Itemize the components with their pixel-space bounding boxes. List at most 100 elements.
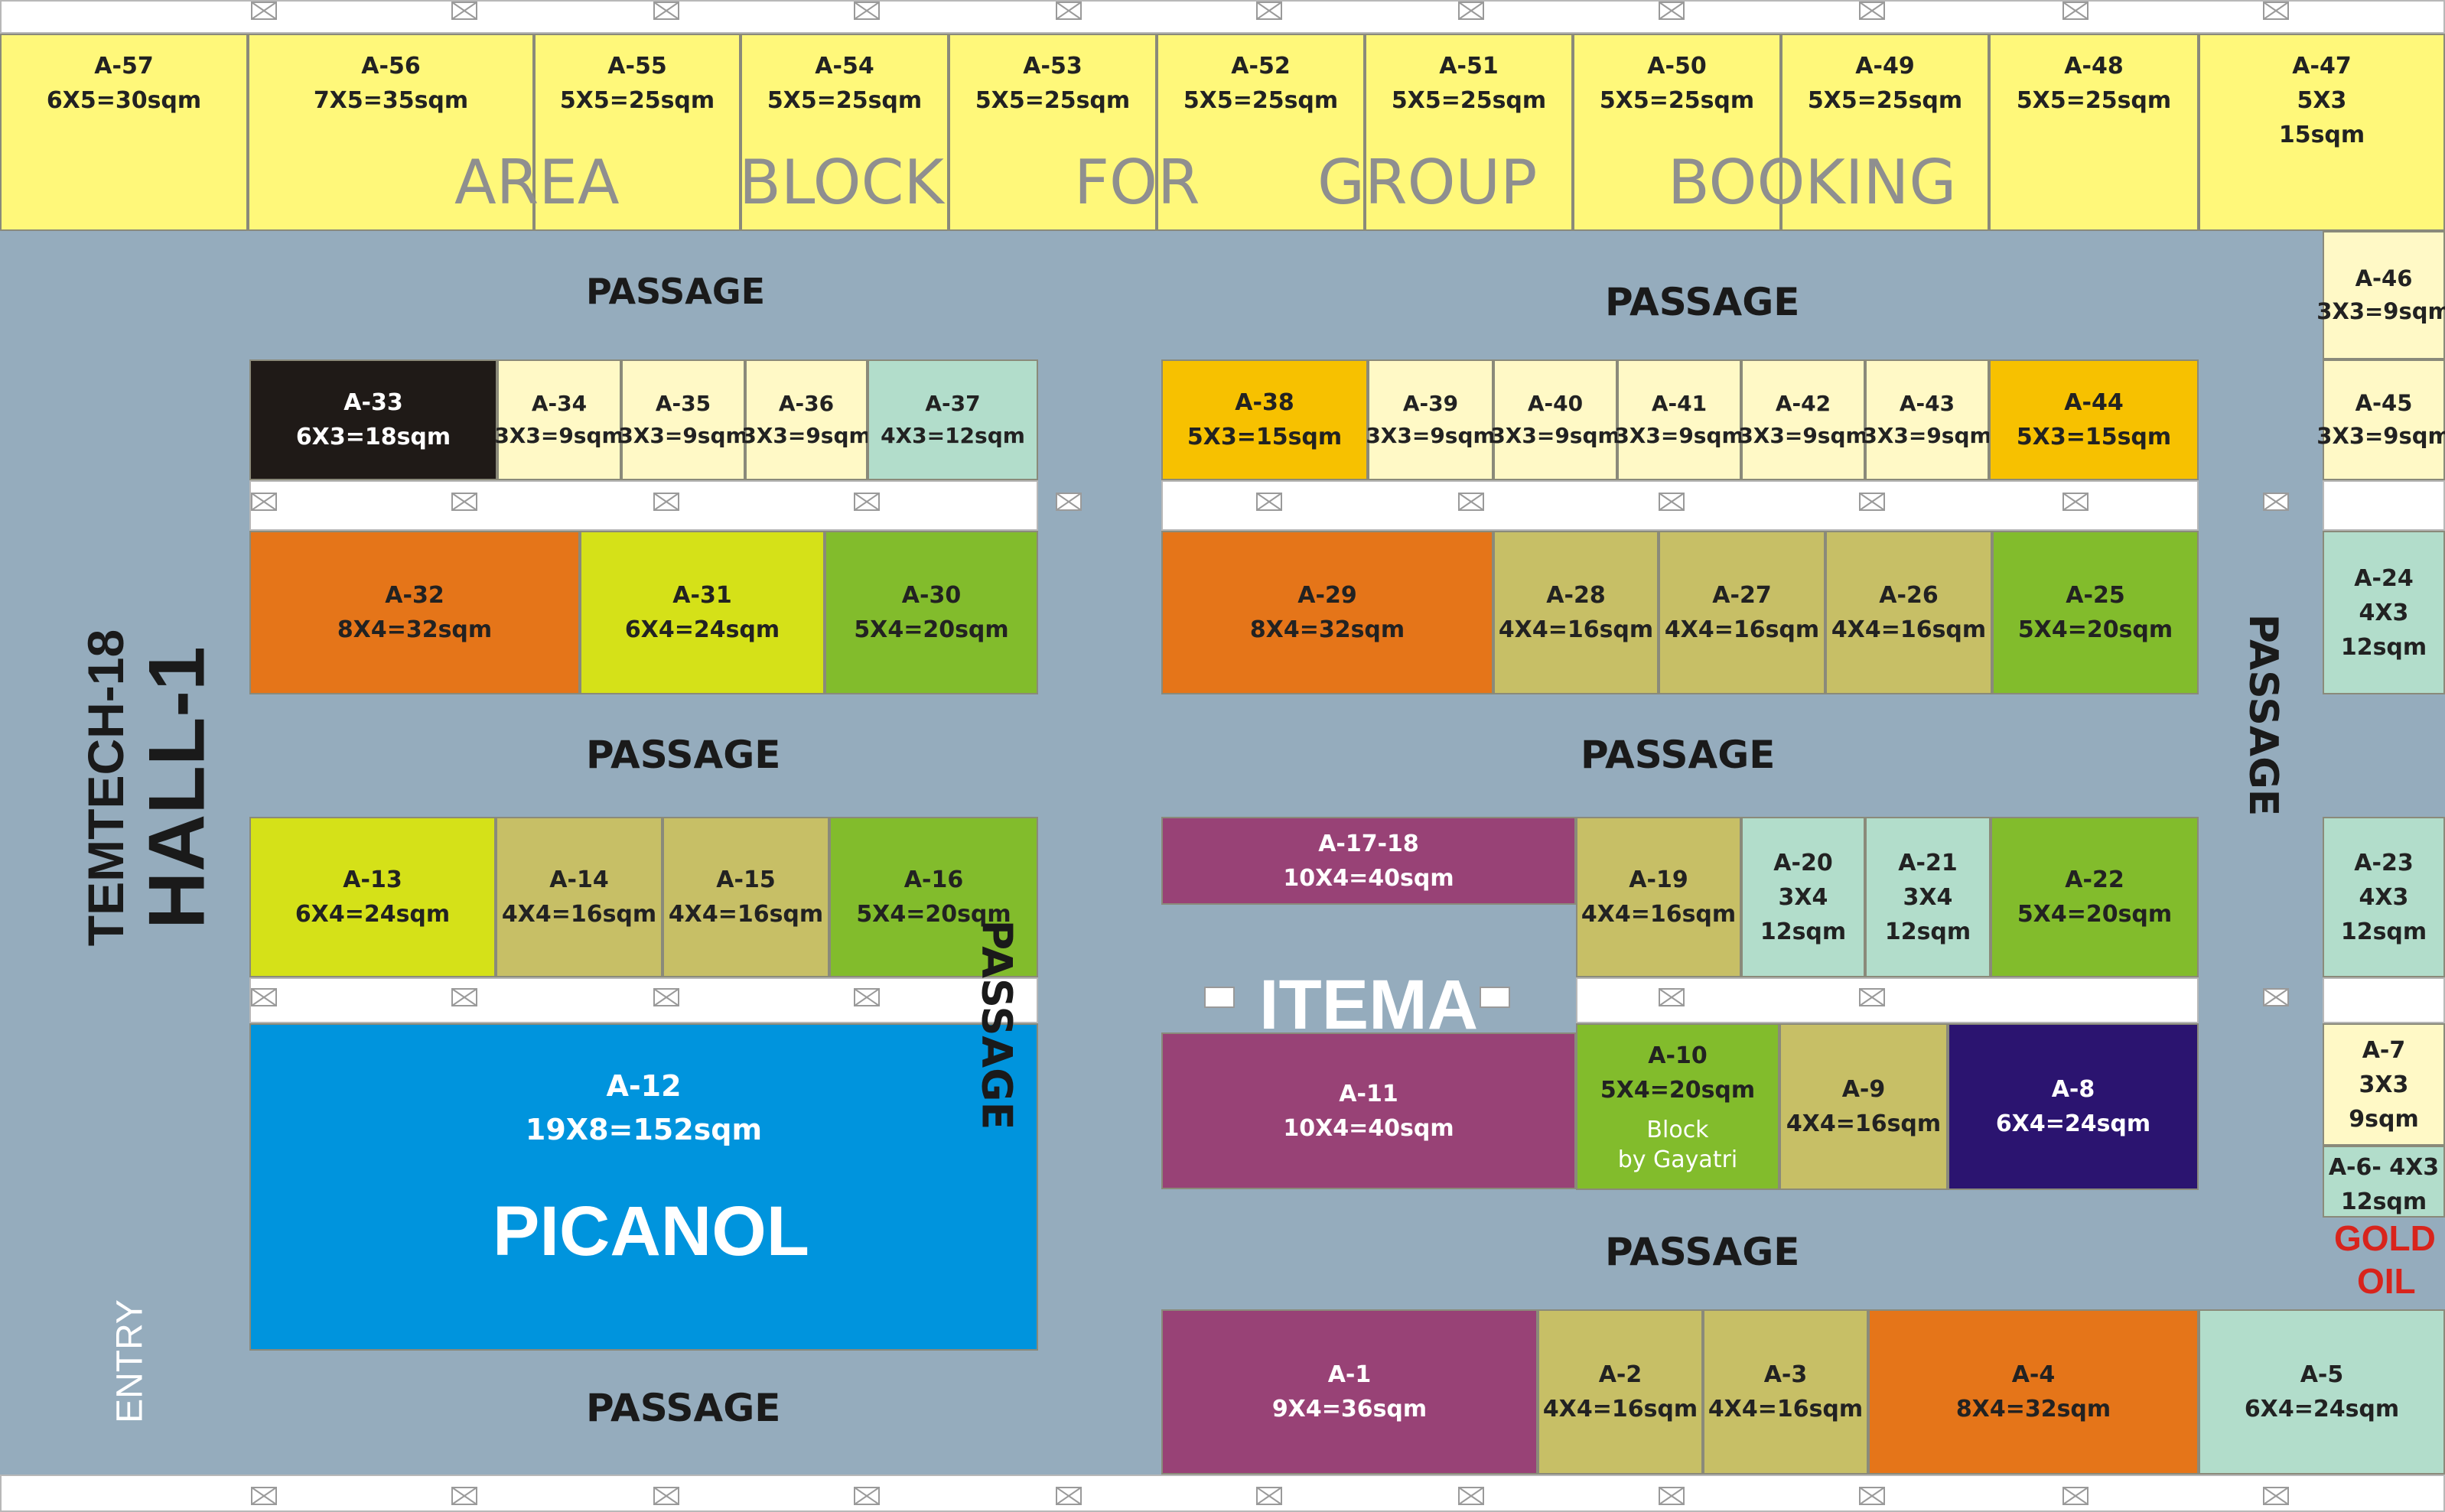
stall-number: A-6- 4X3 [2328,1154,2440,1181]
broken-image-icon [2263,2,2289,20]
stall-number: A-16 [903,867,964,893]
white-strip-left-mid [249,977,1038,1023]
broken-image-icon [1056,2,1082,20]
stall-number: A-22 [2065,867,2124,893]
broken-image-icon [251,1487,277,1505]
passage-label-vertical: PASSAGE [2240,613,2286,817]
stall-number: A-38 [1235,389,1294,416]
stall-size: 8X4=32sqm [1249,616,1405,643]
stall-size: 4X4=16sqm [1786,1110,1942,1137]
stall-size: 12sqm [2340,1188,2427,1215]
broken-image-icon [451,2,477,20]
broken-image-icon [2263,493,2289,511]
broken-image-icon [2062,2,2089,20]
stall-size: 5X4=20sqm [856,901,1011,928]
broken-image-icon [251,493,277,511]
stall-number: A-57 [94,53,154,80]
group-booking-banner-word: BOOKING [1668,147,1957,218]
stall-number: A-45 [2355,389,2413,416]
broken-image-icon [653,1487,679,1505]
stall-size: 5X5=25sqm [1183,87,1339,114]
broken-image-icon [2062,493,2089,511]
stall-a43[interactable]: A-43 3X3=9sqm [1862,359,1992,480]
stall-size: 3X3=9sqm [1366,423,1496,448]
stall-number: A-11 [1339,1080,1398,1107]
stall-size: 6X3=18sqm [295,424,451,450]
top-white-strip [0,0,2445,34]
event-title: TEMTECH-18 [77,629,134,947]
stall-number: A-3 [1763,1361,1808,1388]
broken-image-icon [653,2,679,20]
stall-a6[interactable]: A-6- 4X3 12sqm [2323,1146,2445,1218]
broken-image-icon [1056,493,1082,511]
stall-number: A-4 [2011,1361,2056,1388]
stall-number: A-43 [1899,391,1955,416]
broken-image-icon [1458,493,1484,511]
stall-number: A-55 [607,53,667,80]
stall-a16[interactable]: A-16 5X4=20sqm [829,817,1038,977]
broken-image-icon [1256,493,1282,511]
stall-number: A-19 [1629,867,1688,893]
stall-number: A-13 [343,867,402,893]
stall-size: 4X3 [2359,599,2409,626]
broken-image-icon [653,988,679,1006]
stall-size: 5X5=25sqm [975,87,1131,114]
stall-number: A-48 [2064,53,2124,80]
stall-size: 3X3=9sqm [1862,423,1992,448]
